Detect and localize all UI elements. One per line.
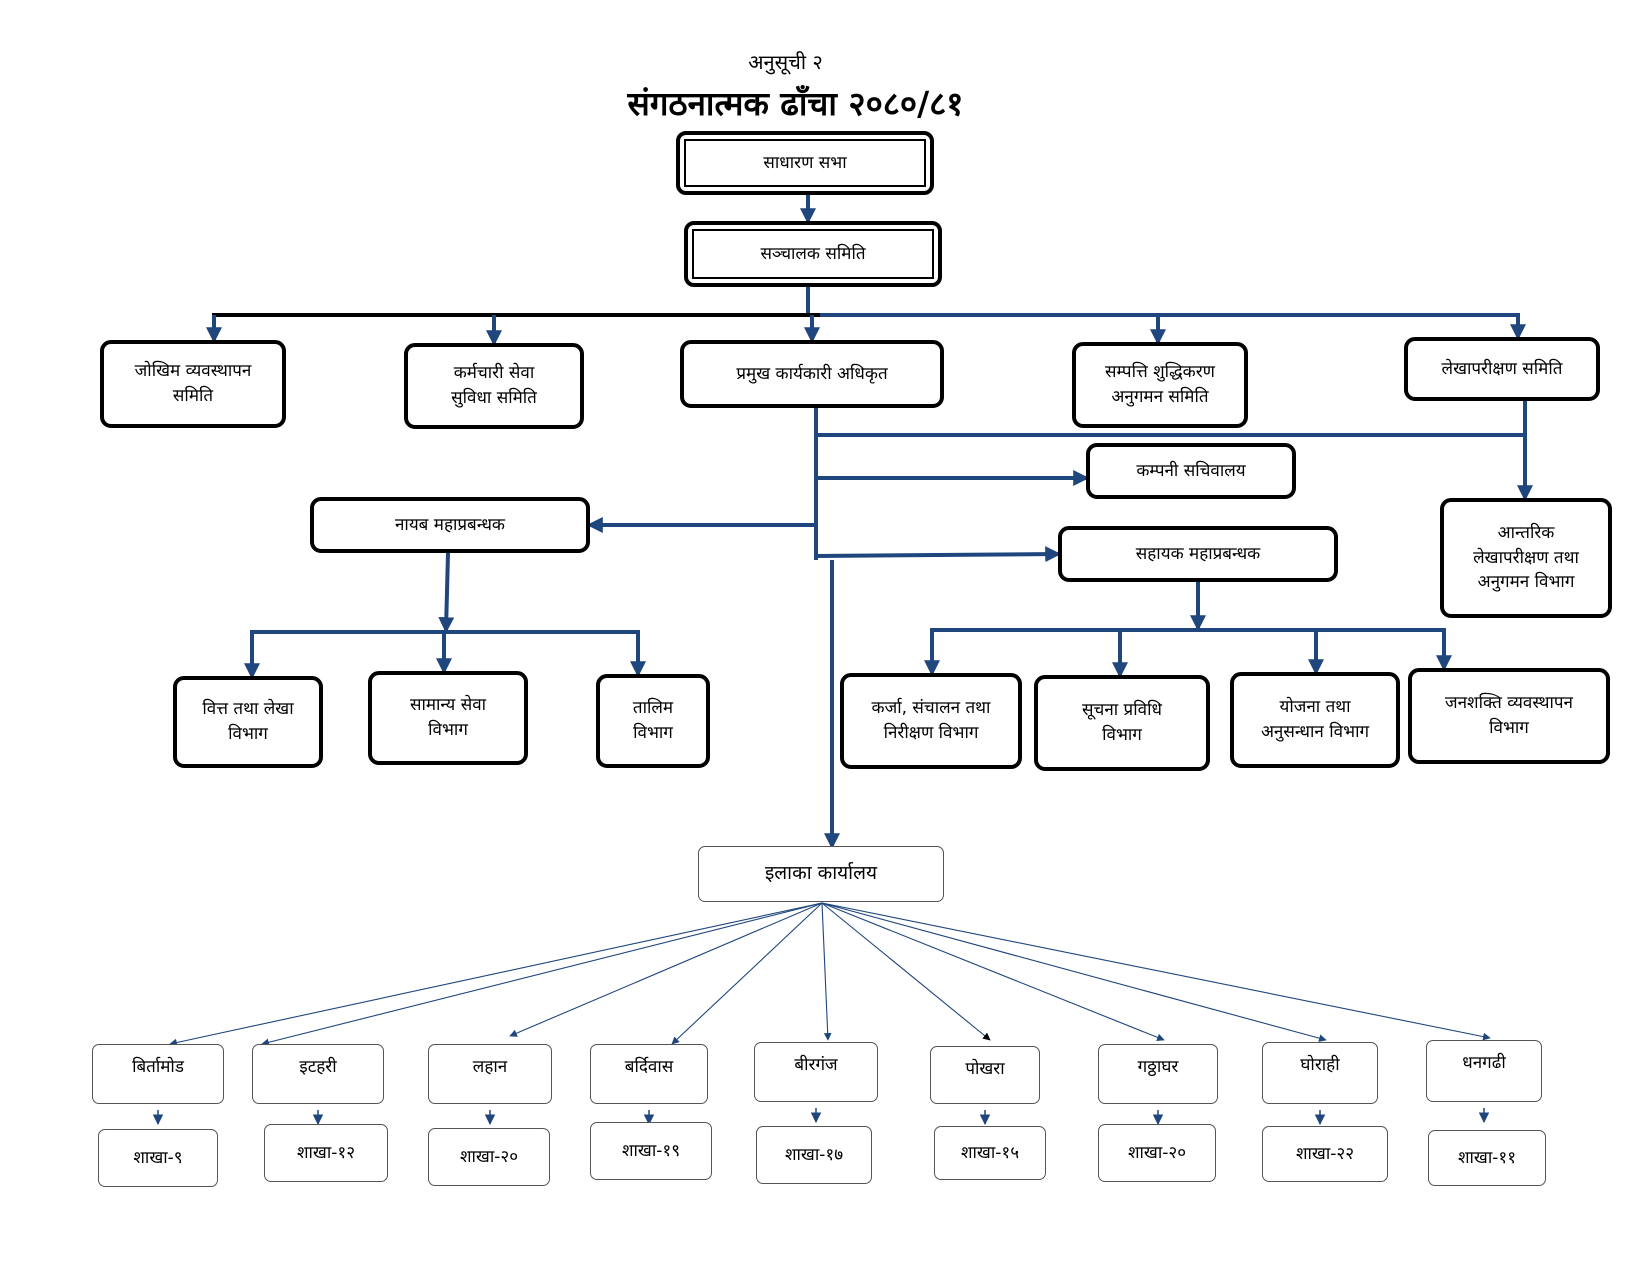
it-dept-label: सूचना प्रविधि विभाग [1082,700,1162,745]
region-connector [821,902,1327,1042]
branch-count-box: शाखा-१२ [264,1124,388,1182]
branch-count-box: शाखा-१५ [934,1126,1046,1180]
branch-count-box: शाखा-१९ [590,1122,712,1180]
branch-count-label: शाखा-१७ [784,1144,844,1165]
region-name: पोखरा [965,1059,1005,1079]
assistant-gm-box: सहायक महाप्रबन्धक [1058,526,1338,582]
branch-count-box: शाखा-९ [98,1129,218,1187]
branch-count-label: शाखा-२२ [1295,1143,1355,1164]
board-label: सञ्चालक समिति [760,243,866,264]
internal-audit-dept-label: आन्तरिक लेखापरीक्षण तथा अनुगमन विभाग [1473,523,1579,593]
branch-count-box: शाखा-१७ [756,1126,872,1184]
annex-label: अनुसूची २ [748,50,823,74]
region-connector [509,902,823,1037]
internal-audit-dept-box: आन्तरिक लेखापरीक्षण तथा अनुगमन विभाग [1440,498,1612,618]
deputy-gm-label: नायब महाप्रबन्धक [394,514,505,535]
branch-count-label: शाखा-१२ [296,1142,356,1163]
region-box: पोखरा [930,1046,1040,1104]
region-box: लहान [428,1044,552,1104]
region-connector [821,902,1491,1041]
branch-count-box: शाखा-२० [428,1128,550,1186]
branch-count-label: शाखा-१५ [960,1142,1020,1163]
regional-office-box: इलाका कार्यालय [698,846,944,902]
branch-count-box: शाखा-११ [1428,1130,1546,1186]
loan-ops-dept-label: कर्जा, संचालन तथा निरीक्षण विभाग [871,698,991,743]
branch-count-label: शाखा-९ [133,1147,183,1168]
risk-committee-label: जोखिम व्यवस्थापन समिति [134,361,252,406]
branch-count-box: शाखा-२२ [1262,1126,1388,1182]
finance-dept-box: वित्त तथा लेखा विभाग [173,676,323,768]
region-connector [169,902,823,1047]
region-name: बिर्तामोड [132,1057,184,1077]
branch-count-box: शाखा-२० [1098,1124,1216,1182]
company-secretariat-label: कम्पनी सचिवालय [1136,460,1246,481]
region-name: इटहरी [299,1057,337,1077]
branch-count-label: शाखा-२० [459,1146,519,1167]
region-box: बीरगंज [754,1042,878,1102]
training-dept-label: तालिम विभाग [632,698,674,743]
hr-dept-box: जनशक्ति व्यवस्थापन विभाग [1408,668,1610,764]
connector-line [438,552,455,634]
board-of-directors-box: सञ्चालक समिति [684,221,942,287]
region-connector [261,902,823,1047]
region-box: बर्दिवास [590,1044,708,1104]
region-box: इटहरी [252,1044,384,1104]
region-name: धनगढी [1462,1053,1506,1073]
planning-dept-box: योजना तथा अनुसन्धान विभाग [1230,672,1400,768]
region-name: बर्दिवास [624,1057,674,1077]
staff-committee-label: कर्मचारी सेवा सुविधा समिति [451,363,537,408]
branch-count-label: शाखा-११ [1457,1147,1517,1168]
general-service-dept-label: सामान्य सेवा विभाग [409,695,487,740]
ceo-label: प्रमुख कार्यकारी अधिकृत [736,363,888,384]
branch-count-label: शाखा-१९ [621,1140,681,1161]
aml-committee-box: सम्पत्ति शुद्धिकरण अनुगमन समिति [1072,342,1248,428]
regional-office-label: इलाका कार्यालय [764,862,878,885]
assistant-gm-label: सहायक महाप्रबन्धक [1135,543,1261,564]
company-secretariat-box: कम्पनी सचिवालय [1086,443,1296,499]
loan-ops-dept-box: कर्जा, संचालन तथा निरीक्षण विभाग [840,673,1022,769]
region-connector [671,902,823,1045]
page-title: संगठनात्मक ढाँचा २०८०/८१ [627,84,964,123]
deputy-gm-box: नायब महाप्रबन्धक [310,497,590,553]
audit-committee-label: लेखापरीक्षण समिति [1441,358,1563,379]
region-name: गठ्ठाघर [1137,1057,1179,1077]
staff-committee-box: कर्मचारी सेवा सुविधा समिति [404,343,584,429]
planning-dept-label: योजना तथा अनुसन्धान विभाग [1260,697,1370,742]
ceo-box: प्रमुख कार्यकारी अधिकृत [680,340,944,408]
it-dept-box: सूचना प्रविधि विभाग [1034,675,1210,771]
connector-line [815,546,1062,563]
region-connector [821,902,991,1041]
region-connector [821,902,1165,1041]
hr-dept-label: जनशक्ति व्यवस्थापन विभाग [1445,693,1573,738]
general-assembly-label: साधारण सभा [763,152,847,173]
region-name: बीरगंज [794,1055,838,1075]
aml-committee-label: सम्पत्ति शुद्धिकरण अनुगमन समिति [1105,362,1215,407]
branch-count-label: शाखा-२० [1127,1142,1187,1163]
region-box: गठ्ठाघर [1098,1044,1218,1104]
training-dept-box: तालिम विभाग [596,674,710,768]
general-service-dept-box: सामान्य सेवा विभाग [368,671,528,765]
region-box: बिर्तामोड [92,1044,224,1104]
region-box: घोराही [1262,1042,1378,1104]
audit-committee-box: लेखापरीक्षण समिति [1404,337,1600,401]
risk-committee-box: जोखिम व्यवस्थापन समिति [100,340,286,428]
region-box: धनगढी [1426,1040,1542,1102]
finance-dept-label: वित्त तथा लेखा विभाग [202,699,294,744]
region-name: घोराही [1300,1055,1340,1075]
general-assembly-box: साधारण सभा [676,131,934,195]
region-connector [821,902,832,1041]
region-name: लहान [472,1057,508,1077]
